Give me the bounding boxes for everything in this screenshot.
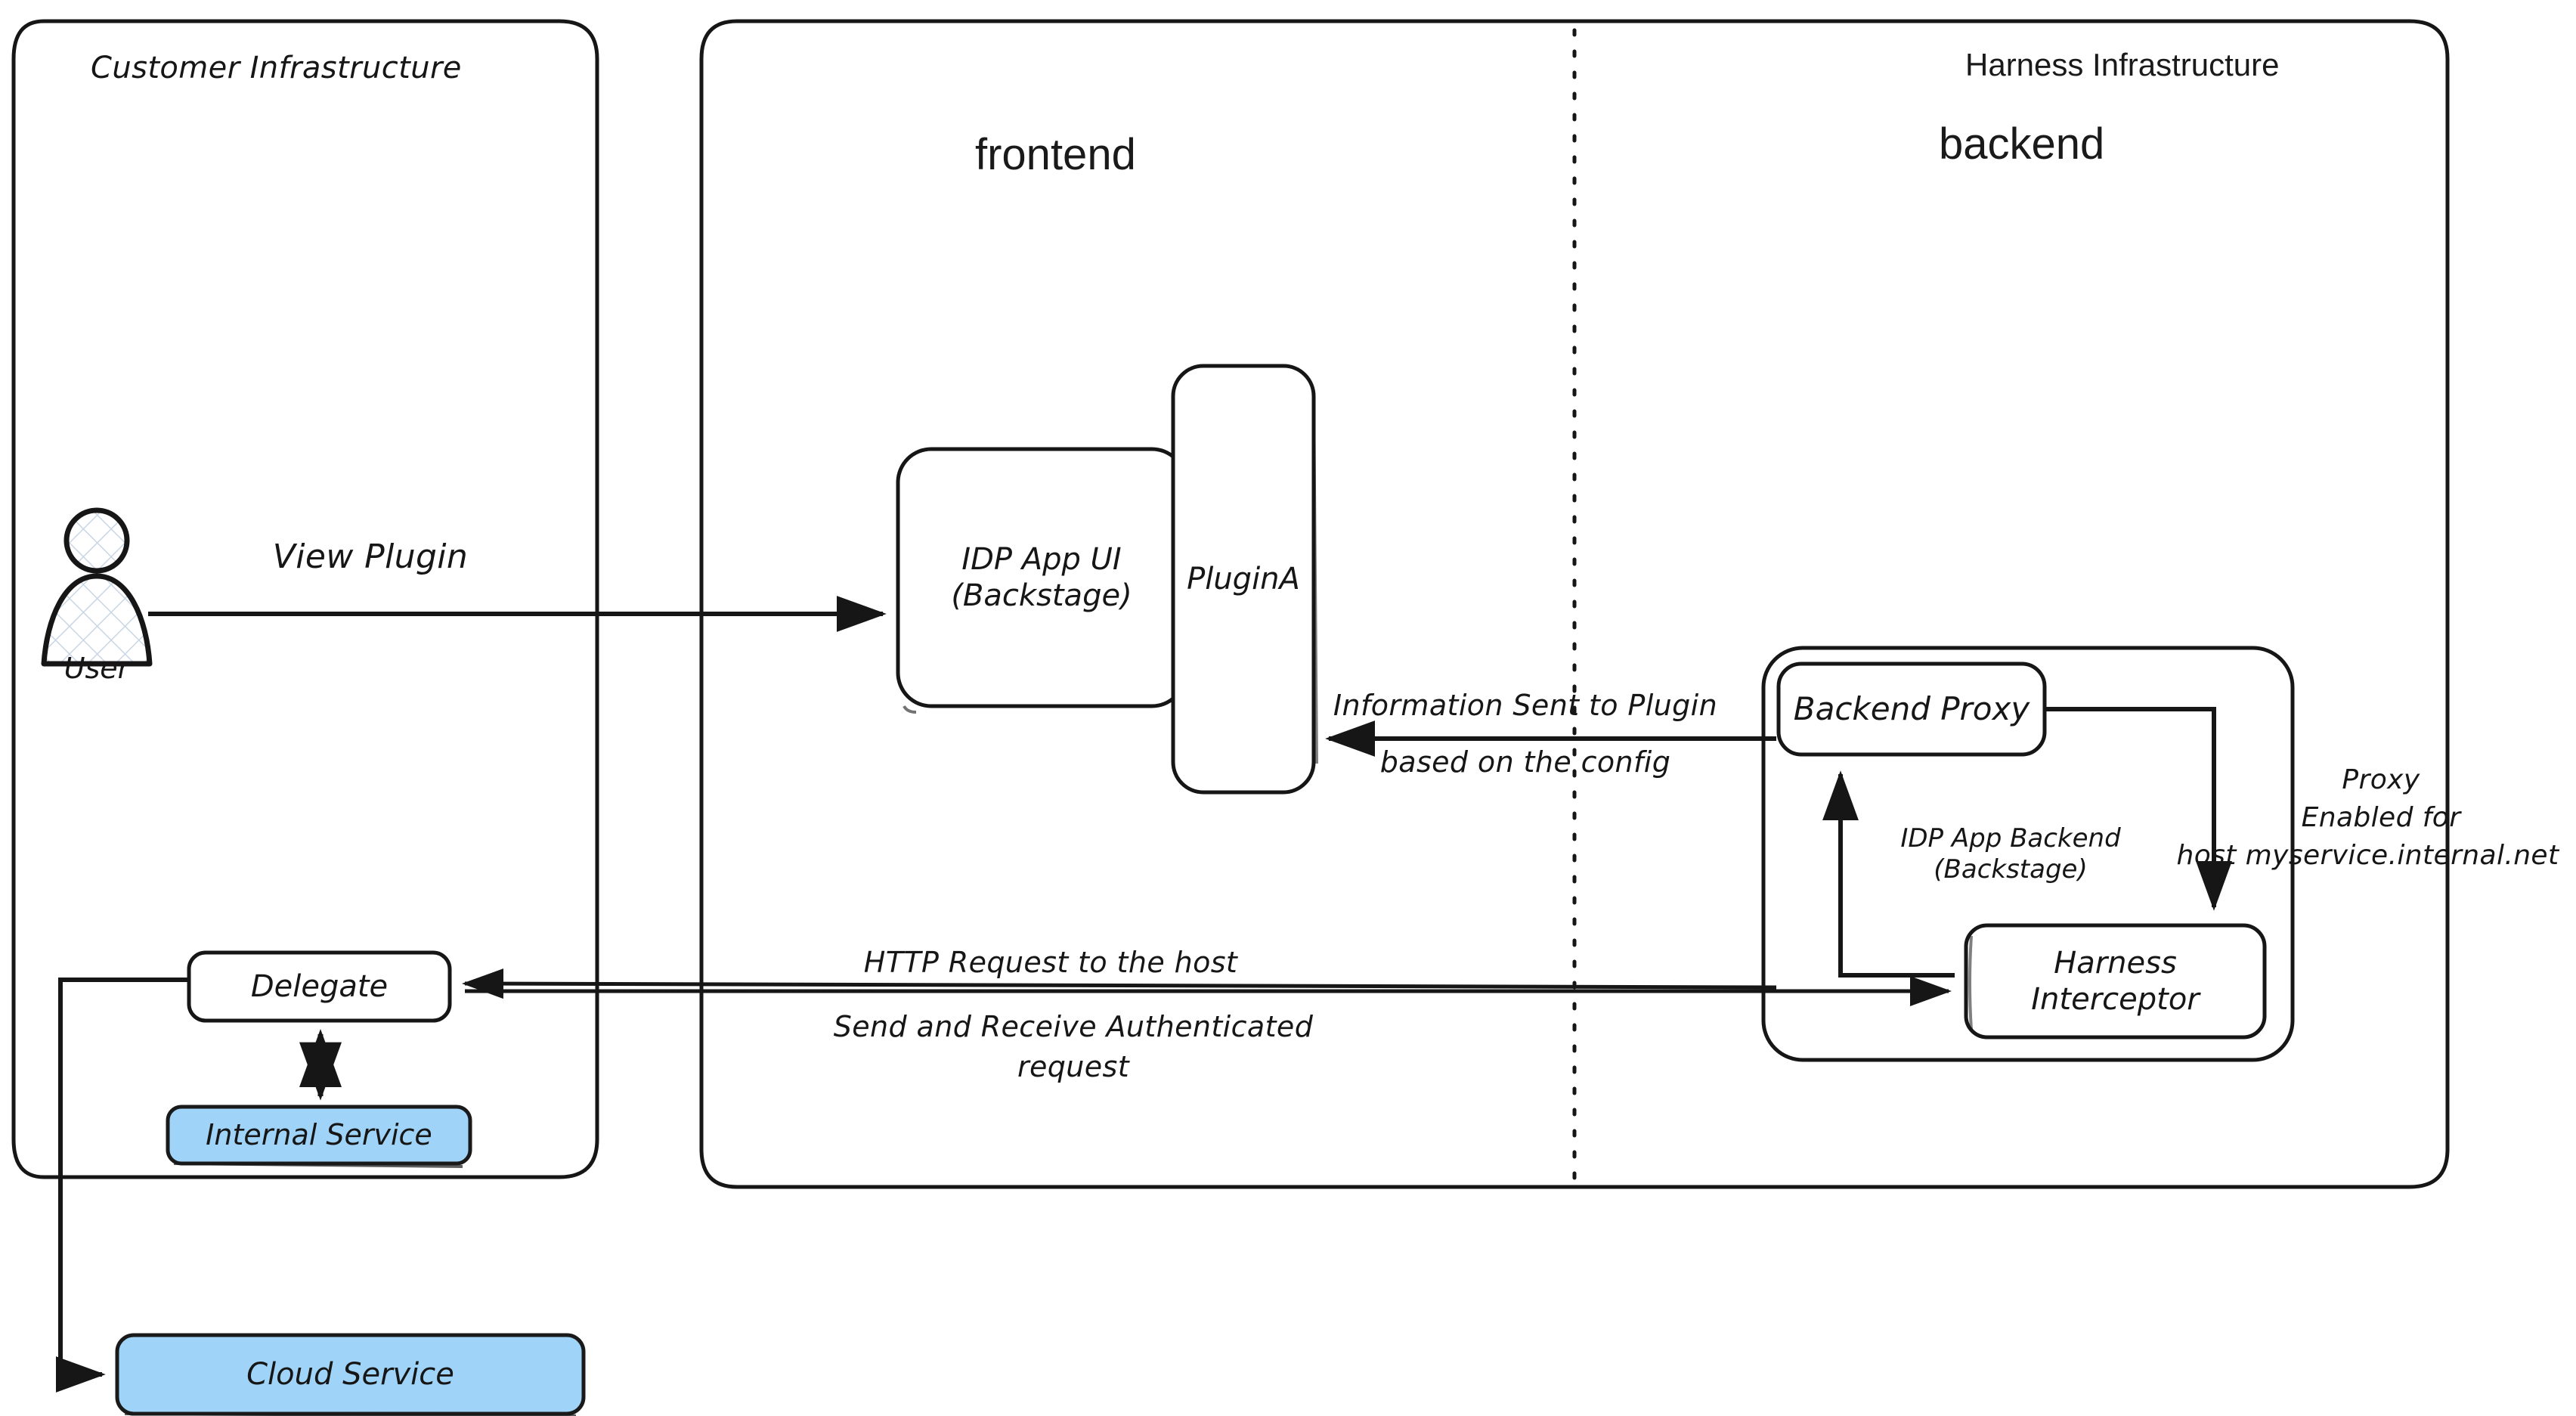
delegate-shape [187,950,452,1023]
customer-infrastructure-container-shape [11,19,599,1179]
plugin-a-node[interactable] [1173,366,1314,792]
plugin-a-shape [1171,364,1318,795]
delegate-node[interactable] [189,953,450,1021]
harness-interceptor-shape [1964,923,2267,1040]
cloud-service-node[interactable] [117,1335,584,1414]
user-actor-icon [41,507,153,667]
edge-interceptor-to-backend-proxy [1822,770,1955,978]
edge-delegate-cloud-service [55,978,189,1393]
harness-interceptor-node[interactable] [1966,925,2265,1037]
internal-service-node[interactable] [168,1107,470,1163]
edge-http-request-to-the-host [462,968,1777,999]
backend-proxy-node[interactable] [1779,664,2045,754]
internal-service-shape [166,1105,472,1168]
user-actor[interactable] [36,507,157,692]
edge-proxy-enabled-for-host [2045,707,2232,911]
idp-app-ui-node[interactable] [898,449,1185,706]
